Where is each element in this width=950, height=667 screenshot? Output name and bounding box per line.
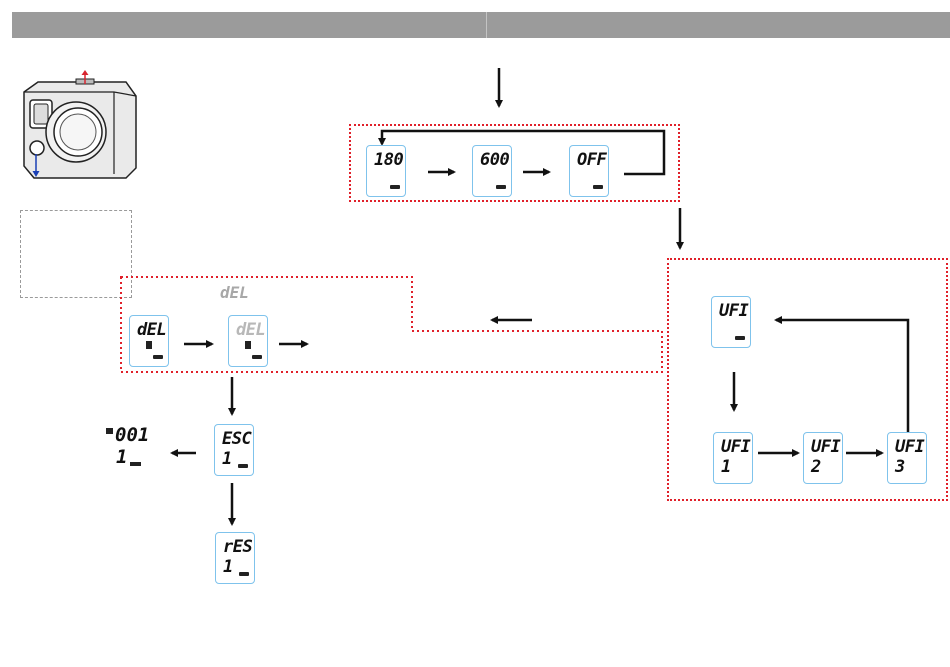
- lcd-line1: dEL: [137, 322, 166, 339]
- lcd-file: 001 1: [106, 426, 156, 476]
- lcd-line2: 1: [116, 448, 127, 467]
- trash-icon: [245, 341, 251, 349]
- lcd-line1: UFI: [721, 439, 750, 456]
- lcd-line1: UFI: [895, 439, 924, 456]
- lcd-line1: 180: [374, 152, 403, 169]
- lcd-timer-180: 180: [366, 145, 406, 197]
- battery-icon: [252, 355, 262, 359]
- lcd-ufi-2: UFI 2: [803, 432, 843, 484]
- arrow-off-180: [382, 131, 664, 174]
- file-icon: [106, 428, 113, 434]
- battery-icon: [238, 464, 248, 468]
- lcd-ufi-main: UFI: [711, 296, 751, 348]
- battery-icon: [735, 336, 745, 340]
- battery-icon: [390, 185, 400, 189]
- lcd-line1: UFI: [719, 303, 748, 320]
- battery-icon: [496, 185, 506, 189]
- ghost-label: dEL: [220, 283, 249, 302]
- lcd-line2: 2: [811, 459, 821, 476]
- trash-icon: [146, 341, 152, 349]
- lcd-line1: dEL: [236, 322, 265, 339]
- lcd-line2: 1: [721, 459, 731, 476]
- lcd-line1: 001: [115, 426, 149, 445]
- lcd-timer-600: 600: [472, 145, 512, 197]
- lcd-del-1: dEL: [129, 315, 169, 367]
- battery-icon: [239, 572, 249, 576]
- lcd-line2: 3: [895, 459, 905, 476]
- battery-icon: [153, 355, 163, 359]
- lcd-del-2: dEL: [228, 315, 268, 367]
- battery-icon: [130, 462, 141, 466]
- lcd-line1: ESC: [222, 431, 251, 448]
- lcd-line2: 1: [223, 559, 233, 576]
- arrow-ufi3-loop: [776, 320, 908, 432]
- lcd-ufi-1: UFI 1: [713, 432, 753, 484]
- lcd-timer-off: OFF: [569, 145, 609, 197]
- lcd-line1: rES: [223, 539, 252, 556]
- lcd-line1: 600: [480, 152, 509, 169]
- lcd-ufi-3: UFI 3: [887, 432, 927, 484]
- lcd-esc: ESC 1: [214, 424, 254, 476]
- lcd-line1: OFF: [577, 152, 606, 169]
- lcd-line2: 1: [222, 451, 232, 468]
- battery-icon: [593, 185, 603, 189]
- lcd-line1: UFI: [811, 439, 840, 456]
- lcd-res: rES 1: [215, 532, 255, 584]
